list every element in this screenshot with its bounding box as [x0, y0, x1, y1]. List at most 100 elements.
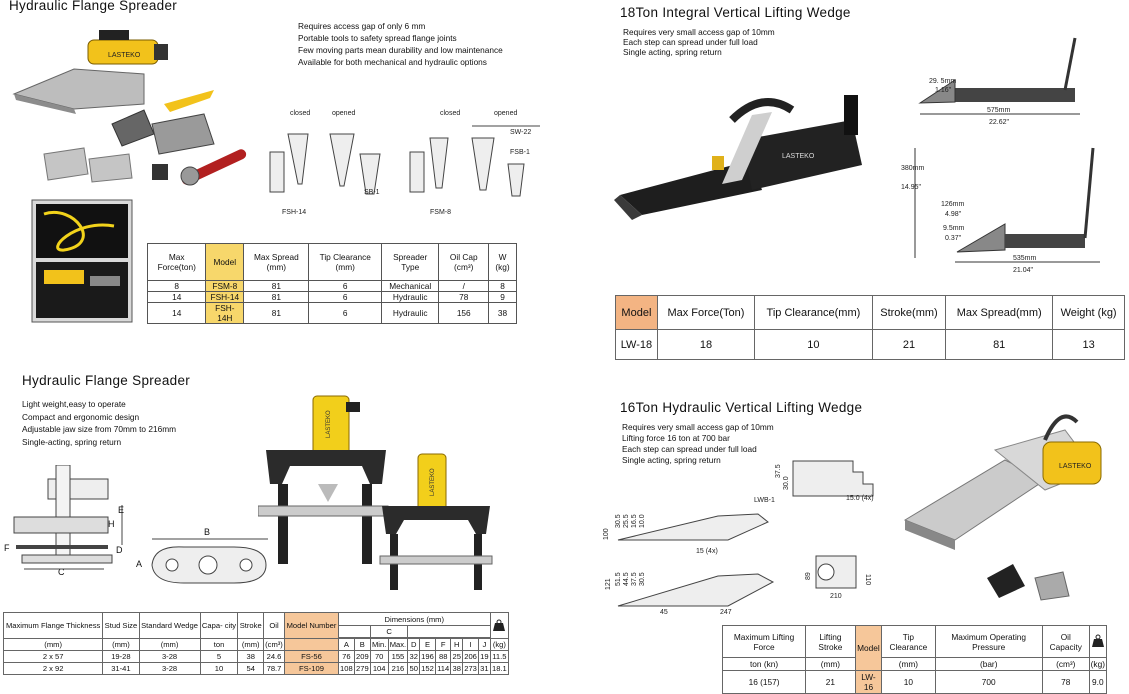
stepped-wedge-block	[43, 147, 89, 181]
opened-label: opened	[494, 110, 517, 117]
section2-spec-table: Model Max Force(Ton) Tip Clearance(mm) S…	[615, 295, 1125, 360]
dim-label: 100	[603, 528, 610, 540]
bullet: Requires very small access gap of 10mm	[623, 27, 775, 37]
col-header: W (kg)	[488, 243, 517, 281]
col-header: Weight (kg)	[1052, 295, 1125, 330]
lifting-wedge-16t-product-image: LASTEKO	[903, 414, 1102, 601]
yellow-handle-image	[164, 90, 214, 112]
flange-spreader-product-photos: LASTEKO	[12, 30, 247, 323]
section2-title: 18Ton Integral Vertical Lifting Wedge	[620, 5, 851, 20]
section1-bullets: Requires access gap of only 6 mm Portabl…	[298, 20, 503, 68]
bullet: Each step can spread under full load	[622, 444, 757, 454]
dim-label: 51.5	[615, 572, 622, 586]
dim-label: 15.0 (4x)	[846, 495, 874, 502]
dim-label: 210	[830, 593, 842, 600]
brand-label: LASTEKO	[108, 52, 141, 59]
dim-h-label: H	[108, 519, 115, 529]
bullet: Requires access gap of only 6 mm	[298, 21, 426, 31]
dim-label: 247	[720, 609, 732, 616]
bullet: Few moving parts mean durability and low…	[298, 45, 503, 55]
sw22-label: SW-22	[510, 129, 531, 136]
hydraulic-spreader-main-image: LASTEKO	[12, 30, 168, 114]
dim-f-label: F	[4, 543, 10, 553]
ratchet-wrench-image	[180, 149, 247, 186]
dim-label: 380mm	[901, 165, 925, 172]
col-header: Max Force(Ton)	[656, 295, 756, 330]
dim-label: 44.5	[623, 572, 630, 586]
bullet: Single acting, spring return	[622, 455, 721, 465]
weight-icon	[489, 612, 510, 639]
flange-spreader-tabletop-image: LASTEKO LASTEKO	[258, 395, 493, 590]
dim-label: 575mm	[987, 107, 1011, 114]
flange-spreader-technical-drawings: closed opened FSH-14 SB-1 closed opened …	[269, 110, 540, 216]
section2-bullets: Requires very small access gap of 10mm E…	[623, 27, 775, 57]
table-row: 16 (157) 21 LW-16 10 700 78 9.0	[721, 670, 1108, 694]
dim-label: 16.5	[631, 514, 638, 528]
col-header: Oil Capacity	[1041, 625, 1090, 658]
col-header: Dimensions (mm)	[337, 612, 491, 626]
col-header: C	[369, 625, 409, 638]
fsh14-label: FSH-14	[282, 209, 306, 216]
dim-label: 535mm	[1013, 255, 1037, 262]
col-header: Maximum Operating Pressure	[934, 625, 1043, 658]
dim-d-label: D	[116, 545, 123, 555]
dim-label: 1.16"	[935, 87, 952, 94]
col-header: Max Spread(mm)	[945, 295, 1054, 330]
section3-bullets: Light weight,easy to operate Compact and…	[22, 398, 176, 448]
dim-label: 22.62"	[989, 119, 1010, 126]
bullet: Lifting force 16 ton at 700 bar	[622, 433, 730, 443]
col-header: Maximum Lifting Force	[721, 625, 807, 658]
col-header: Max Spread (mm)	[243, 243, 310, 281]
wedge-tool-image	[111, 109, 155, 147]
fsm8-label: FSM-8	[430, 209, 451, 216]
closed-label: closed	[290, 110, 310, 117]
brand-label: LASTEKO	[430, 468, 436, 496]
wedge-block-image	[987, 564, 1025, 598]
mechanical-spreader-image	[151, 113, 215, 155]
dim-label: 21.04"	[1013, 267, 1034, 274]
dim-c-label: C	[58, 567, 65, 577]
bullet: Portable tools to safety spread flange j…	[298, 33, 457, 43]
brand-label: LASTEKO	[782, 153, 815, 160]
col-header: Tip Clearance(mm)	[754, 295, 873, 330]
section3-spec-table: Maximum Flange Thickness Stud Size Stand…	[2, 612, 510, 675]
dim-label: 0.37"	[945, 235, 962, 242]
stepped-block-image	[1034, 571, 1070, 601]
weight-icon	[1088, 625, 1108, 658]
col-header: Tip Clearance (mm)	[308, 243, 383, 281]
dim-label: 37.5	[631, 572, 638, 586]
dim-label: 30.5	[615, 514, 622, 528]
col-header: Model	[615, 295, 658, 330]
section4-spec-table: Maximum Lifting Force Lifting Stroke Mod…	[721, 625, 1108, 694]
col-header: Spreader Type	[381, 243, 440, 281]
carry-case-image	[31, 199, 133, 323]
dim-label: 14.95"	[901, 184, 922, 191]
dim-a-label: A	[136, 559, 142, 569]
flange-spreader-dimension-drawing: E H F D C B A	[4, 465, 268, 584]
fsb1-label: FSB-1	[510, 149, 530, 156]
col-header: Capa- city	[199, 612, 239, 639]
dim-label: 30.0	[783, 476, 790, 490]
dim-label: 4.98"	[945, 211, 962, 218]
dim-label: 121	[605, 578, 612, 590]
dim-label: 15 (4x)	[696, 548, 718, 555]
col-header: Stroke(mm)	[871, 295, 947, 330]
dim-label: 30.5	[639, 572, 646, 586]
lwb1-label: LWB-1	[754, 497, 775, 504]
dim-label: 45	[660, 609, 668, 616]
col-header: Lifting Stroke	[805, 625, 856, 658]
col-header: Oil Cap (cm³)	[438, 243, 490, 281]
dim-label: 37.5	[775, 464, 782, 478]
section4-bullets: Requires very small access gap of 10mm L…	[622, 422, 774, 466]
bullet: Single-acting, spring return	[22, 436, 122, 447]
bullet: Single acting, spring return	[623, 47, 722, 57]
closed-label: closed	[440, 110, 460, 117]
col-header: Model	[854, 625, 883, 671]
section4-title: 16Ton Hydraulic Vertical Lifting Wedge	[620, 400, 863, 415]
